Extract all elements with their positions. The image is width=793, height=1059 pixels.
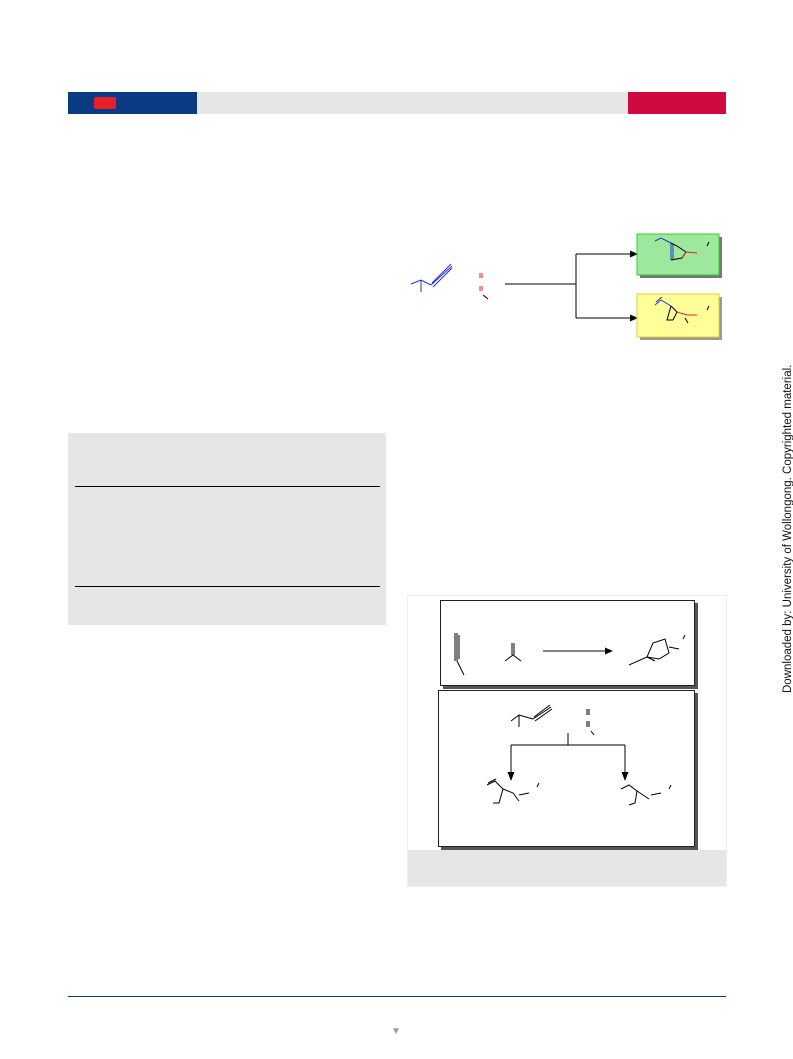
scheme-lower (486, 704, 672, 806)
journal-header-bar (68, 92, 726, 114)
table-top-rule (75, 486, 380, 487)
journal-header-left-block (68, 92, 197, 114)
figure-panel (407, 595, 727, 887)
table-bottom-rule (75, 586, 380, 587)
download-watermark: Downloaded by: University of Wollongong.… (782, 364, 793, 693)
methyl-bond (482, 294, 489, 300)
product-green-structure (654, 237, 710, 261)
product-box-green (636, 233, 720, 276)
journal-header-right-block (628, 92, 726, 114)
table-panel (68, 433, 386, 625)
alkyne-reactant (410, 263, 453, 292)
figure-caption-area (408, 850, 726, 886)
product-yellow-structure (654, 296, 710, 324)
scheme-upper (454, 633, 686, 676)
journal-logo-badge (94, 97, 116, 109)
footer-rule (68, 996, 726, 997)
arrow-head-yellow (630, 314, 638, 322)
figure-box-upper (440, 600, 695, 686)
arrow-head-green (630, 250, 638, 258)
figure-box-lower (438, 690, 695, 847)
reaction-scheme-top (410, 233, 722, 340)
triangle-down-icon[interactable]: ▼ (391, 1026, 401, 1037)
branch-arrows (505, 253, 631, 319)
carbonyl-reactant (479, 273, 483, 291)
product-box-yellow (636, 293, 720, 338)
